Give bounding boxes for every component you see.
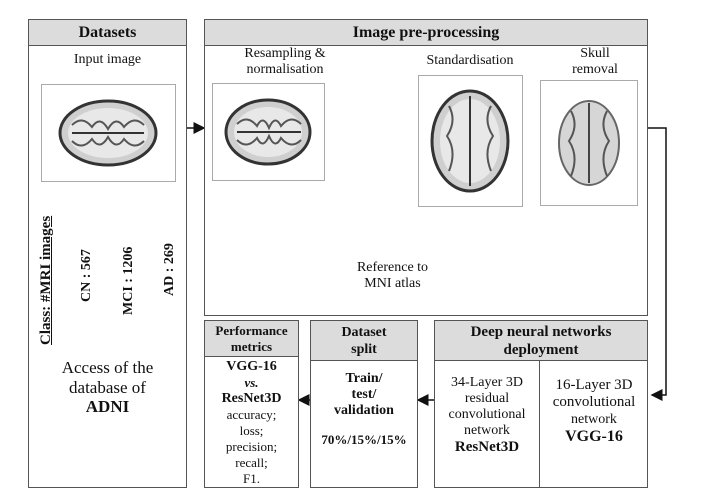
vgg-description: 16-Layer 3D convolutional network VGG-16 [541,377,647,446]
deep-networks-title-line-1: Deep neural networks [470,324,612,340]
deep-networks-panel: Deep neural networks deployment 34-Layer… [434,320,648,488]
datasets-title: Datasets [29,20,186,46]
cn-count: CN : 567 [79,249,94,302]
access-line-1: Access of the [61,358,154,377]
validation-line: validation [334,403,394,419]
reference-line-2: MNI atlas [364,276,421,292]
resnet-line-3: convolutional [448,407,526,423]
brain-axial-icon [558,100,620,186]
metrics-title-line-1: Performance [215,323,288,338]
class-label: Class: #MRI images [38,215,54,345]
vgg-name: VGG-16 [565,427,623,445]
skull-removed-brain-image [540,80,638,206]
resnet-line-2: residual [464,391,510,407]
preprocessing-title: Image pre-processing [205,20,647,46]
split-title-line-2: split [351,342,377,357]
vgg-line-1: 16-Layer 3D [555,377,633,393]
deep-networks-title-line-2: deployment [503,342,579,358]
metrics-vgg: VGG-16 [226,359,277,374]
split-panel: Dataset split Train/ test/ validation 70… [310,320,418,488]
ad-count: AD : 269 [162,243,177,296]
brain-axial-icon [224,98,312,166]
train-test-validation: Train/ test/ validation [311,371,417,419]
resampled-brain-image [212,83,325,181]
skull-line-2: removal [572,62,618,78]
brain-axial-icon [430,89,510,193]
split-ratio: 70%/15%/15% [321,432,407,447]
metrics-vs: vs. [244,375,259,390]
resnet-name: ResNet3D [454,439,520,456]
metric-accuracy: accuracy; [226,407,277,422]
metrics-panel: Performance metrics VGG-16 vs. ResNet3D … [204,320,299,488]
arrow-preprocessing-to-deep-networks [648,127,667,401]
networks-divider [539,361,540,487]
skull-line-1: Skull [580,46,610,61]
vgg-line-3: network [571,411,617,427]
access-line-2: database of [69,377,146,397]
resnet-line-1: 34-Layer 3D [451,375,523,390]
datasets-panel: Datasets Input image Class: #MRI images … [28,19,187,488]
metric-recall: recall; [235,455,268,470]
metrics-title-line-2: metrics [230,339,273,354]
brain-axial-icon [58,99,158,167]
standardised-brain-image [418,75,523,207]
resampling-line-2: normalisation [246,62,324,78]
skull-removal-label: Skull removal [550,46,640,78]
adni-label: ADNI [85,397,130,417]
resampling-line-1: Resampling & [244,46,326,61]
resnet-line-4: network [464,423,510,439]
metric-f1: F1. [243,471,260,486]
metric-loss: loss; [239,423,264,438]
metrics-body: VGG-16 vs. ResNet3D accuracy; loss; prec… [205,359,298,487]
metric-precision: precision; [225,439,278,454]
resnet-description: 34-Layer 3D residual convolutional netwo… [435,375,539,457]
reference-line-1: Reference to [356,260,429,275]
vgg-line-2: convolutional [552,394,636,411]
input-image-label: Input image [73,52,142,67]
split-title-line-1: Dataset [341,325,387,340]
test-line: test/ [351,387,377,403]
deep-networks-title: Deep neural networks deployment [435,321,647,361]
mci-count: MCI : 1206 [121,246,136,315]
train-line: Train/ [345,371,383,386]
split-title: Dataset split [311,321,417,361]
input-brain-image [41,84,176,182]
metrics-title: Performance metrics [205,321,298,357]
standardisation-label: Standardisation [426,53,514,68]
metrics-resnet: ResNet3D [221,391,282,406]
resampling-label: Resampling & normalisation [225,46,345,78]
reference-label: Reference to MNI atlas [340,260,445,292]
access-text: Access of the database of ADNI [29,358,186,417]
